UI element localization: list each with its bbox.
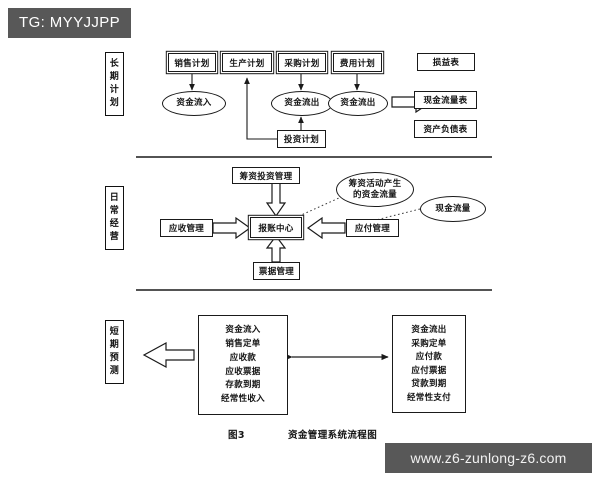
- label-char: 经: [109, 219, 120, 229]
- node-bill-management[interactable]: 票据管理: [253, 262, 300, 280]
- node-cash-flow-statement[interactable]: 现金流量表: [414, 91, 477, 109]
- label-char: 划: [109, 98, 120, 108]
- label-char: 测: [109, 366, 120, 376]
- node-financing-investment-management[interactable]: 筹资投资管理: [232, 167, 300, 184]
- list-item: 存款到期: [225, 380, 261, 391]
- ellipse-cash-flow[interactable]: 现金流量: [420, 196, 486, 222]
- node-payable-management[interactable]: 应付管理: [346, 219, 399, 237]
- ellipse-cash-outflow-expense[interactable]: 资金流出: [328, 91, 388, 116]
- ellipse-line-1: 筹资活动产生: [348, 178, 402, 189]
- list-item: 应收票据: [225, 366, 261, 377]
- block-arrow-left-right: [212, 216, 252, 240]
- node-procurement-plan[interactable]: 采购计划: [278, 53, 326, 72]
- label-char: 计: [109, 85, 120, 95]
- list-item: 资金流入: [225, 325, 261, 336]
- label-char: 短: [109, 327, 120, 337]
- node-receivable-management[interactable]: 应收管理: [160, 219, 213, 237]
- tag-badge: TG: MYYJJPP: [8, 8, 132, 38]
- label-char: 日: [109, 193, 120, 203]
- section-label-short-term: 短 期 预 测: [105, 320, 124, 384]
- label-char: 常: [109, 206, 120, 216]
- figure-title: 资金管理系统流程图: [288, 430, 378, 441]
- node-investment-plan[interactable]: 投资计划: [277, 130, 326, 148]
- node-income-statement[interactable]: 损益表: [417, 53, 475, 71]
- node-expense-plan[interactable]: 费用计划: [333, 53, 382, 72]
- list-item: 应收款: [229, 352, 257, 363]
- section-label-long-term: 长 期 计 划: [105, 52, 124, 116]
- label-char: 期: [109, 72, 120, 82]
- label-char: 营: [109, 232, 120, 242]
- ellipse-cash-outflow-procurement[interactable]: 资金流出: [271, 91, 333, 116]
- figure-number: 图3: [228, 430, 245, 441]
- node-balance-sheet[interactable]: 资产负债表: [414, 120, 477, 138]
- label-char: 长: [109, 59, 120, 69]
- listbox-cash-inflow-items[interactable]: 资金流入 销售定单 应收款 应收票据 存款到期 经常性收入: [198, 315, 288, 415]
- list-item: 销售定单: [225, 339, 261, 350]
- node-production-plan[interactable]: 生产计划: [222, 53, 272, 72]
- list-item: 应付款: [415, 352, 443, 362]
- node-accounting-center[interactable]: 报账中心: [250, 217, 302, 238]
- node-sales-plan[interactable]: 销售计划: [168, 53, 216, 72]
- list-item: 应付票据: [411, 365, 447, 376]
- label-char: 期: [109, 340, 120, 350]
- list-item: 经常性支付: [406, 392, 451, 403]
- list-item: 贷款到期: [411, 379, 447, 389]
- list-item: 经常性收入: [220, 394, 265, 405]
- list-item: 资金流出: [411, 325, 447, 335]
- ellipse-financing-activity-cashflow[interactable]: 筹资活动产生 的资金流量: [336, 172, 414, 207]
- block-arrow-right-left: [306, 216, 346, 240]
- ellipse-line-2: 的资金流量: [352, 189, 397, 200]
- ellipse-cash-inflow[interactable]: 资金流入: [162, 91, 226, 116]
- block-arrow-top-down: [265, 182, 287, 218]
- section-label-daily-operation: 日 常 经 营: [105, 186, 124, 250]
- watermark: www.z6-zunlong-z6.com: [385, 443, 592, 473]
- listbox-cash-outflow-items[interactable]: 资金流出 采购定单 应付款 应付票据 贷款到期 经常性支付: [392, 315, 466, 413]
- block-arrow-to-forecast: [142, 341, 195, 369]
- label-char: 预: [109, 353, 120, 363]
- list-item: 采购定单: [411, 338, 447, 349]
- block-arrow-bottom-up: [265, 235, 287, 263]
